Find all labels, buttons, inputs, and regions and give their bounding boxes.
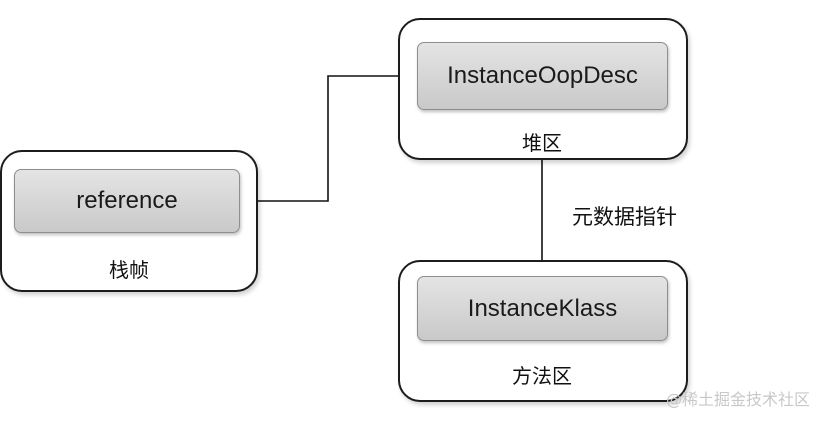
- method-area-caption: 方法区: [512, 364, 572, 388]
- instance-oop-desc-box: InstanceOopDesc: [417, 42, 668, 110]
- instance-oop-desc-label: InstanceOopDesc: [447, 62, 638, 89]
- reference-label: reference: [76, 187, 178, 214]
- heap-caption: 堆区: [522, 131, 562, 155]
- metadata-pointer-label: 元数据指针: [572, 205, 677, 229]
- instance-klass-label: InstanceKlass: [467, 294, 618, 322]
- reference-to-heap-arrow: [241, 72, 417, 202]
- watermark: @稀土掘金技术社区: [665, 390, 810, 409]
- instance-klass-box: InstanceKlass: [417, 276, 668, 341]
- reference-box: reference: [14, 169, 240, 233]
- stack-frame-caption: 栈帧: [109, 258, 149, 282]
